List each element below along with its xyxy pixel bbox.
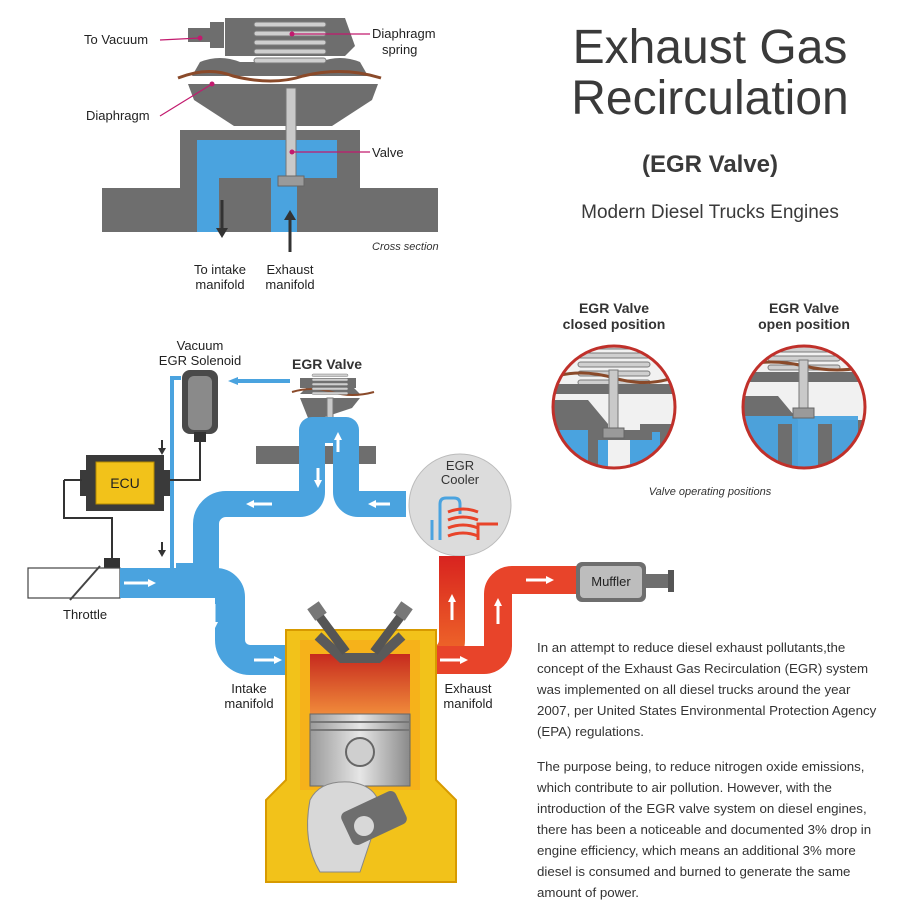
valve-open-circle <box>741 344 867 470</box>
label-ecu: ECU <box>110 475 140 491</box>
paragraph-purpose: The purpose being, to reduce nitrogen ox… <box>537 759 872 900</box>
open-title-2: open position <box>758 316 850 332</box>
open-title-1: EGR Valve <box>768 300 840 316</box>
ecu-box <box>80 455 170 511</box>
label-intake-1: Intake <box>231 681 267 696</box>
label-muffler: Muffler <box>591 574 631 589</box>
label-diaphragm-spring-1: Diaphragm <box>372 26 436 41</box>
subtitle: (EGR Valve) <box>641 151 779 178</box>
engine-cylinder <box>265 601 457 883</box>
title-line-1: Exhaust Gas <box>572 21 848 74</box>
label-exhaust-manifold-2: manifold <box>265 277 315 292</box>
title-line-2: Recirculation <box>571 72 849 125</box>
label-egr-valve: EGR Valve <box>292 356 363 372</box>
label-diaphragm-spring-2: spring <box>382 42 418 57</box>
label-diaphragm: Diaphragm <box>86 108 150 123</box>
label-exhaust-2: manifold <box>443 696 493 711</box>
label-intake-2: manifold <box>224 696 274 711</box>
closed-title-1: EGR Valve <box>578 300 650 316</box>
label-to-vacuum: To Vacuum <box>84 32 149 47</box>
muffler <box>576 562 674 602</box>
caption-positions: Valve operating positions <box>648 486 772 498</box>
label-exhaust-manifold-1: Exhaust <box>266 262 314 277</box>
label-cooler-1: EGR <box>445 458 475 473</box>
valve-closed-circle <box>551 344 677 470</box>
egr-cooler <box>406 453 512 557</box>
tagline: Modern Diesel Trucks Engines <box>581 202 839 223</box>
label-to-intake-2: manifold <box>195 277 245 292</box>
label-to-intake-1: To intake <box>193 262 247 277</box>
paragraph-intro: In an attempt to reduce diesel exhaust p… <box>537 640 877 739</box>
label-vacuum-1: Vacuum <box>176 338 224 353</box>
label-vacuum-2: EGR Solenoid <box>158 353 242 368</box>
label-valve: Valve <box>372 145 404 160</box>
label-exhaust-1: Exhaust <box>444 681 492 696</box>
label-throttle: Throttle <box>63 607 108 622</box>
label-cooler-2: Cooler <box>440 472 480 487</box>
egr-system-diagram <box>27 370 674 883</box>
caption-cross-section: Cross section <box>372 241 439 253</box>
closed-title-2: closed position <box>562 316 666 332</box>
cross-section-diagram <box>102 18 438 252</box>
